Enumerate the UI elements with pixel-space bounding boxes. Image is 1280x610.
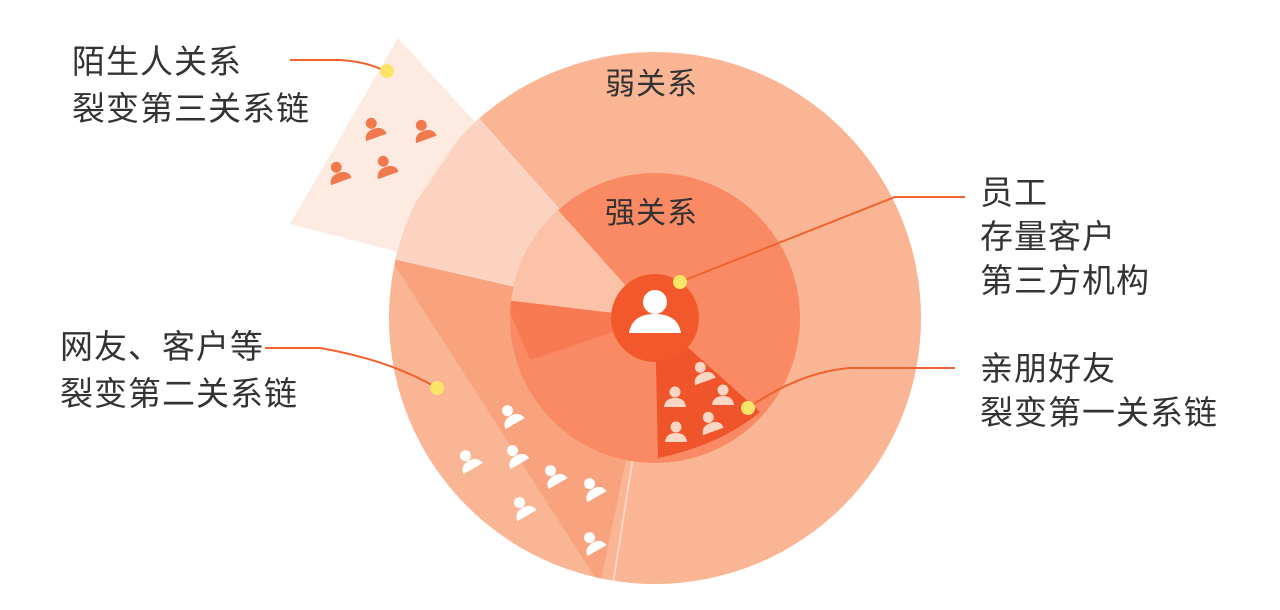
stranger-person-icon [415, 119, 437, 144]
callout-lines [265, 59, 965, 409]
callout-stranger-line2: 裂变第三关系链 [72, 89, 310, 128]
friend-person-icon [545, 465, 568, 490]
family-person-icon [712, 384, 734, 405]
callout-dots [380, 64, 755, 415]
family-person-icon [665, 421, 687, 442]
callout-family-line1: 亲朋好友 [980, 349, 1116, 388]
person-icon [629, 290, 681, 333]
friend-person-icon [584, 532, 607, 557]
family-person-icon [702, 411, 724, 436]
friend-person-icon [507, 445, 530, 470]
stranger-person-icon [365, 117, 387, 142]
callout-core-line2: 存量客户 [980, 217, 1116, 256]
callout-dot-stranger [380, 64, 394, 78]
family-person-icon [664, 386, 686, 407]
friend-person-icon [514, 497, 537, 522]
person-markers [330, 117, 734, 557]
callout-dot-family [741, 401, 755, 415]
family-person-icon [694, 361, 716, 386]
callout-friends-line2: 裂变第二关系链 [60, 374, 298, 413]
stranger-person-icon [330, 161, 352, 186]
callout-dot-friends [430, 381, 444, 395]
callout-line-stranger [290, 59, 387, 73]
friend-person-icon [502, 405, 525, 430]
inner-ring-label: 强关系 [605, 196, 698, 231]
callout-dot-core [673, 275, 687, 289]
friend-person-icon [460, 450, 483, 475]
outer-ring-label: 弱关系 [605, 67, 698, 102]
callout-line-core [679, 196, 965, 283]
callout-line-family [747, 367, 955, 409]
callout-family-line2: 裂变第一关系链 [980, 393, 1218, 432]
callout-core-line3: 第三方机构 [980, 261, 1150, 300]
stranger-person-icon [377, 155, 399, 180]
callout-core-line1: 员工 [980, 173, 1048, 212]
callout-line-friends [265, 347, 438, 389]
callout-friends-line1: 网友、客户等 [60, 327, 264, 366]
callout-stranger-line1: 陌生人关系 [72, 42, 242, 81]
friend-person-icon [584, 478, 607, 503]
